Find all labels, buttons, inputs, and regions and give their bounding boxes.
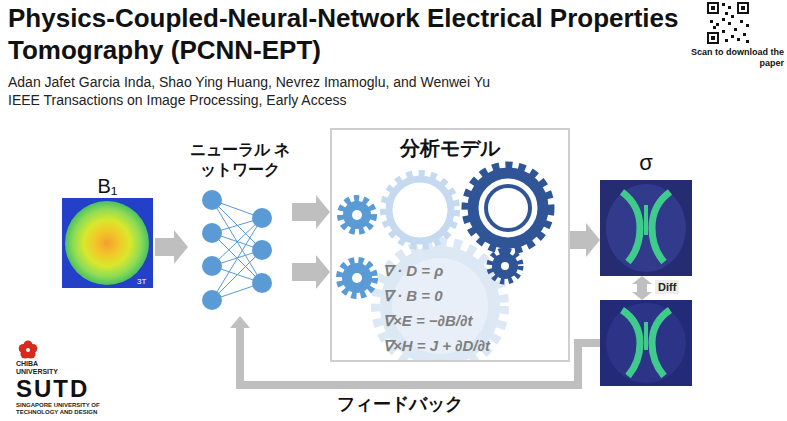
text-slot: Physics-Coupled-Neural-Network Electrica… bbox=[8, 2, 708, 66]
arrow-shaft bbox=[637, 284, 647, 292]
block-arrow bbox=[632, 276, 652, 300]
arrow-head bbox=[230, 316, 250, 328]
qr-caption: Scan to download the paper bbox=[690, 47, 784, 69]
model-box: 分析モデル ∇ · D = ρ ∇ · B = 0 ∇×E = −∂B/∂t ∇×H =… bbox=[330, 128, 570, 362]
chiba-logo bbox=[19, 341, 38, 359]
qr-code bbox=[706, 1, 750, 46]
text-slot: σ bbox=[600, 150, 692, 176]
reference-map bbox=[600, 300, 692, 386]
author-list: Adan Jafet Garcia Inda, Shao Ying Huang,… bbox=[8, 74, 490, 90]
arrow-shaft bbox=[292, 203, 316, 221]
text-slot: CHIBA UNIVERSITY bbox=[16, 360, 66, 376]
block-arrow bbox=[155, 230, 188, 264]
b1-map bbox=[62, 198, 153, 288]
arrow-head bbox=[316, 255, 330, 289]
arrow-shaft bbox=[240, 328, 600, 385]
text-slot: B₁ bbox=[60, 174, 155, 198]
text-slot: ニューラル ネットワーク bbox=[188, 140, 292, 180]
equation: ∇×H = J + ∂D/∂t bbox=[383, 337, 563, 355]
text-slot: 分析モデル bbox=[332, 136, 568, 160]
arrow-head bbox=[632, 292, 652, 300]
equation: ∇ · D = ρ bbox=[383, 262, 563, 280]
poster-title: Physics-Coupled-Neural-Network Electrica… bbox=[8, 2, 708, 66]
university-logo: SUTD bbox=[16, 377, 89, 401]
block-arrow bbox=[292, 255, 330, 289]
edge-label: Diff bbox=[655, 280, 679, 294]
text-slot: ∇×H = J + ∂D/∂t bbox=[383, 337, 563, 355]
university-name: SINGAPORE UNIVERSITY OF TECHNOLOGY AND D… bbox=[16, 402, 112, 416]
university-name: CHIBA UNIVERSITY bbox=[16, 360, 66, 376]
text-slot: ∇×E = −∂B/∂t bbox=[383, 312, 563, 330]
map-heading: σ bbox=[600, 150, 692, 176]
arrow-shaft bbox=[570, 231, 586, 249]
sigma-map bbox=[600, 180, 692, 276]
neural-network bbox=[202, 190, 272, 310]
equation: ∇×E = −∂B/∂t bbox=[383, 312, 563, 330]
block-heading: ニューラル ネットワーク bbox=[188, 140, 292, 180]
box-heading: 分析モデル bbox=[332, 136, 568, 160]
gears bbox=[340, 166, 550, 360]
text-slot: SUTD bbox=[16, 377, 89, 401]
text-slot: Adan Jafet Garcia Inda, Shao Ying Huang,… bbox=[8, 74, 490, 90]
text-slot: ∇ · B = 0 bbox=[383, 287, 563, 305]
arrow-head bbox=[632, 276, 652, 284]
journal-name: IEEE Transactions on Image Processing, E… bbox=[8, 92, 347, 108]
ground-truth-map bbox=[600, 300, 692, 386]
text-slot: SINGAPORE UNIVERSITY OF TECHNOLOGY AND D… bbox=[16, 402, 112, 416]
arrow-shaft bbox=[155, 238, 174, 256]
text-slot: Diff bbox=[655, 280, 679, 294]
input-map: B₁ bbox=[60, 174, 155, 288]
block-arrow bbox=[292, 195, 330, 229]
edge-label: フィードバック bbox=[320, 393, 480, 415]
field-strength: 3T bbox=[137, 277, 146, 286]
text-slot: 3T bbox=[137, 277, 146, 286]
arrow-shaft bbox=[292, 263, 316, 281]
block-arrow bbox=[570, 223, 600, 257]
output-map: σ bbox=[600, 150, 692, 276]
arrow-head bbox=[586, 223, 600, 257]
equation: ∇ · B = 0 bbox=[383, 287, 563, 305]
arrow-head bbox=[174, 230, 188, 264]
text-slot: IEEE Transactions on Image Processing, E… bbox=[8, 92, 347, 108]
network-block: ニューラル ネットワーク bbox=[188, 140, 292, 316]
text-slot: Scan to download the paper bbox=[690, 47, 784, 69]
map-heading: B₁ bbox=[60, 174, 155, 198]
arrow-head bbox=[316, 195, 330, 229]
text-slot: フィードバック bbox=[320, 393, 480, 415]
text-slot: ∇ · D = ρ bbox=[383, 262, 563, 280]
